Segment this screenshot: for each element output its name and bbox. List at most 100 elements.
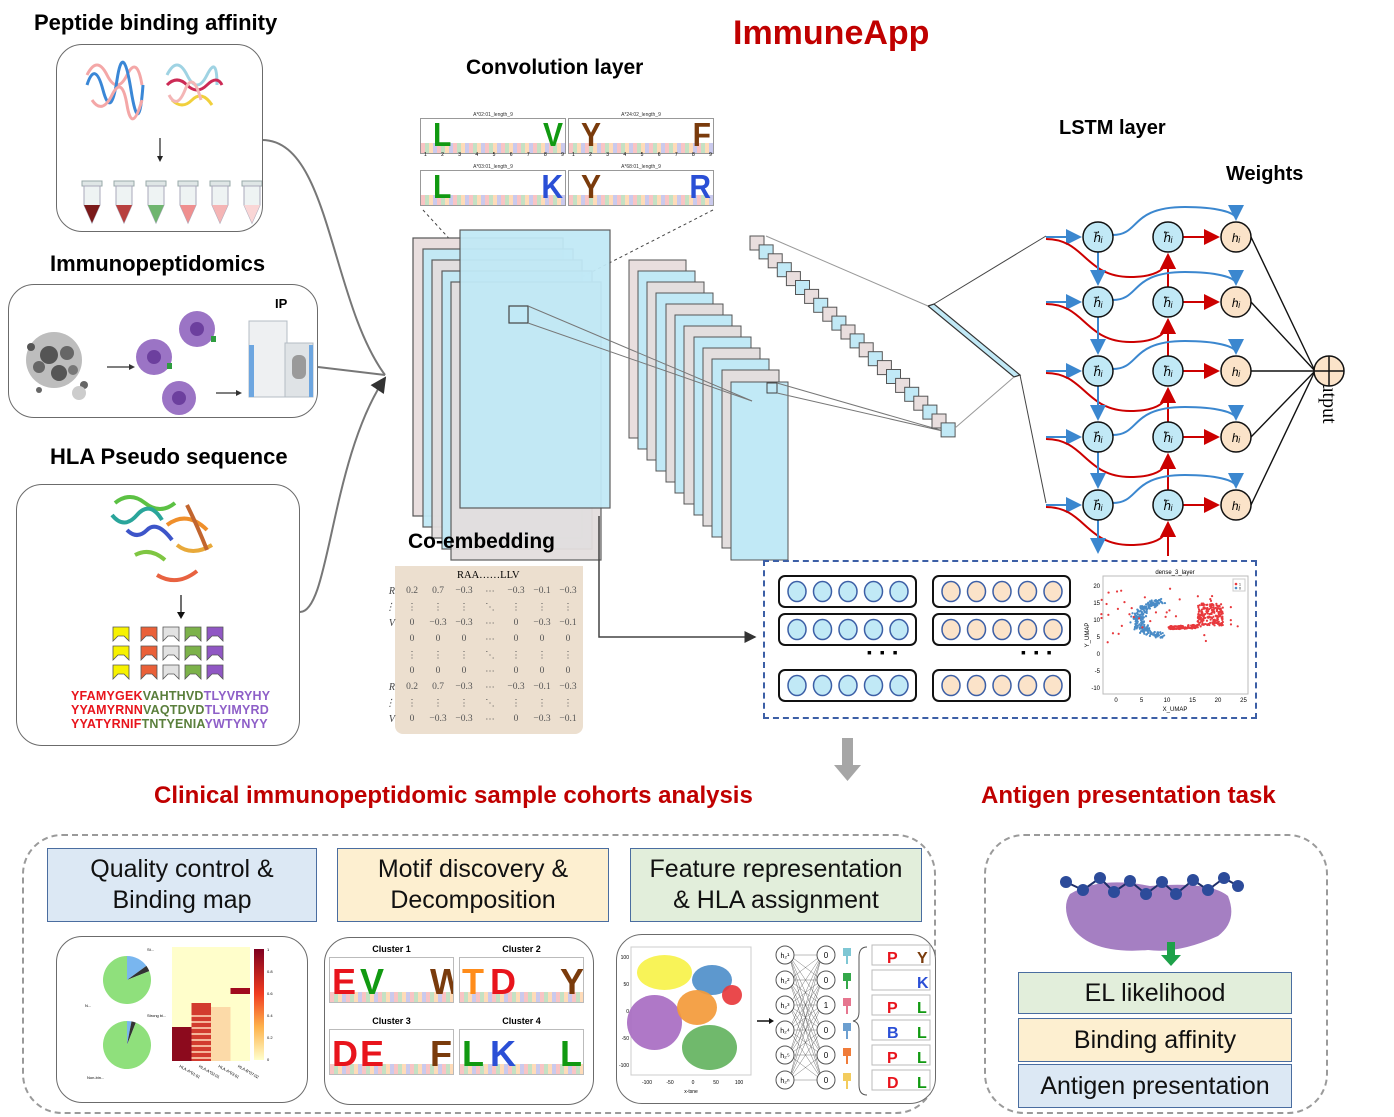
- umap-point: [1212, 606, 1215, 609]
- tsne-cluster: [677, 990, 717, 1025]
- output-node: [816, 970, 836, 990]
- umap-point: [1220, 621, 1223, 625]
- assigned-logo: [871, 994, 931, 1016]
- umap-point: [1139, 631, 1142, 634]
- hla-receptor-icon: [843, 948, 851, 964]
- y-tick: 20: [1093, 584, 1100, 590]
- matrix-row-label: V: [388, 618, 395, 629]
- lstm-connections: [1045, 204, 1316, 556]
- embedding-unit: [838, 674, 858, 697]
- umap-point: [1217, 622, 1221, 625]
- output-link: [1250, 236, 1316, 372]
- logo-anchor: L: [917, 1050, 927, 1067]
- logo-tick: 3: [458, 152, 462, 158]
- binding-pocket-icon: [184, 664, 202, 680]
- matrix-row-label: R: [388, 586, 395, 597]
- embedding-unit: [863, 580, 884, 603]
- umap-point: [1211, 622, 1214, 625]
- umap-point: [1207, 615, 1210, 618]
- embedding-unit: [1043, 674, 1063, 697]
- immunopeptidomics-title: Immunopeptidomics: [50, 251, 266, 276]
- umap-point: [1139, 615, 1142, 618]
- logo-anchor: P: [887, 1050, 898, 1067]
- tube-cap: [241, 180, 263, 187]
- embedding-unit: [787, 618, 807, 641]
- matrix-cell: ⋮: [563, 603, 573, 613]
- hidden-node: [775, 1045, 795, 1065]
- umap-point: [1197, 612, 1200, 615]
- peptide-binding-panel: [56, 44, 263, 232]
- umap-point: [1147, 603, 1150, 607]
- weights-title: Weights: [1226, 163, 1304, 185]
- binding-pocket-icon: [140, 645, 158, 661]
- hidden-node: [775, 970, 795, 990]
- matrix-cell: ⋮: [537, 699, 547, 709]
- y-tick: -5: [1095, 669, 1101, 675]
- umap-point: [1202, 606, 1205, 609]
- hidden-node: [775, 945, 795, 965]
- umap-point: [1163, 634, 1166, 637]
- ellipsis-left: ▪ ▪ ▪: [867, 644, 900, 660]
- matrix-cell: ⋯: [485, 667, 495, 677]
- matrix-cell: 0: [539, 666, 545, 676]
- umap-point: [1160, 600, 1163, 604]
- embedding-unit: [812, 674, 833, 697]
- pseudo-sequence: YFAMYGEKVAHTHVDTLYVRYHY: [71, 689, 271, 703]
- y-axis-label: Y_UMAP: [1085, 623, 1091, 648]
- tsne-cluster: [722, 985, 742, 1005]
- logo-anchor: L: [433, 118, 452, 154]
- logo-anchor: L: [560, 1033, 582, 1074]
- matrix-cell: ⋱: [485, 699, 495, 709]
- assigned-logo: [871, 1069, 931, 1091]
- tsne-xlabel: x-tsne: [684, 1089, 698, 1095]
- logo-anchor: V: [360, 961, 385, 1002]
- pie-label: Strong bi...: [147, 1013, 166, 1018]
- umap-point: [1216, 605, 1219, 608]
- logo-tick: 7: [674, 152, 678, 158]
- hidden-node: [775, 1020, 795, 1040]
- hidden-node: [775, 995, 795, 1015]
- umap-point: [1199, 625, 1202, 628]
- pie-label: St...: [147, 947, 154, 952]
- logo-anchor: D: [490, 961, 516, 1002]
- umap-point: [1165, 611, 1168, 614]
- ip-label: IP: [275, 296, 288, 311]
- logo-anchor: V: [542, 118, 563, 154]
- matrix-cell: ⋮: [459, 699, 469, 709]
- x-tick: 15: [1189, 698, 1196, 704]
- output-label: Output: [1318, 368, 1340, 424]
- logo-anchor: L: [917, 1025, 927, 1042]
- umap-point: [1221, 615, 1224, 618]
- backward-arrow: [1045, 372, 1176, 413]
- antigen-task-title: Antigen presentation task: [981, 782, 1276, 809]
- heatmap-stripe: [191, 1051, 211, 1053]
- umap-point: [1229, 623, 1233, 626]
- pooling-unit: [940, 422, 956, 438]
- plot-frame: [1102, 575, 1249, 695]
- sample-tubes: [81, 180, 263, 225]
- umap-point: [1207, 609, 1210, 613]
- y-tick: -10: [1091, 686, 1100, 692]
- tube-cap: [113, 180, 135, 187]
- umap-point: [1187, 625, 1190, 628]
- matrix-cell: 0: [513, 714, 519, 724]
- umap-point: [1208, 623, 1211, 627]
- logo-tick: 1: [424, 152, 427, 158]
- y-tick: 5: [1097, 635, 1101, 641]
- umap-point: [1100, 598, 1103, 601]
- cluster-logo: Cluster 1EVW: [329, 944, 454, 1012]
- logo-anchor: K: [541, 170, 563, 206]
- hla-receptor-icon: [843, 998, 851, 1014]
- binding-pocket-icon: [184, 626, 202, 642]
- nn-edge: [788, 954, 823, 1081]
- umap-point: [1154, 633, 1158, 636]
- umap-point: [1201, 614, 1204, 617]
- umap-point: [1136, 610, 1139, 613]
- nn-edge: [788, 1004, 823, 1081]
